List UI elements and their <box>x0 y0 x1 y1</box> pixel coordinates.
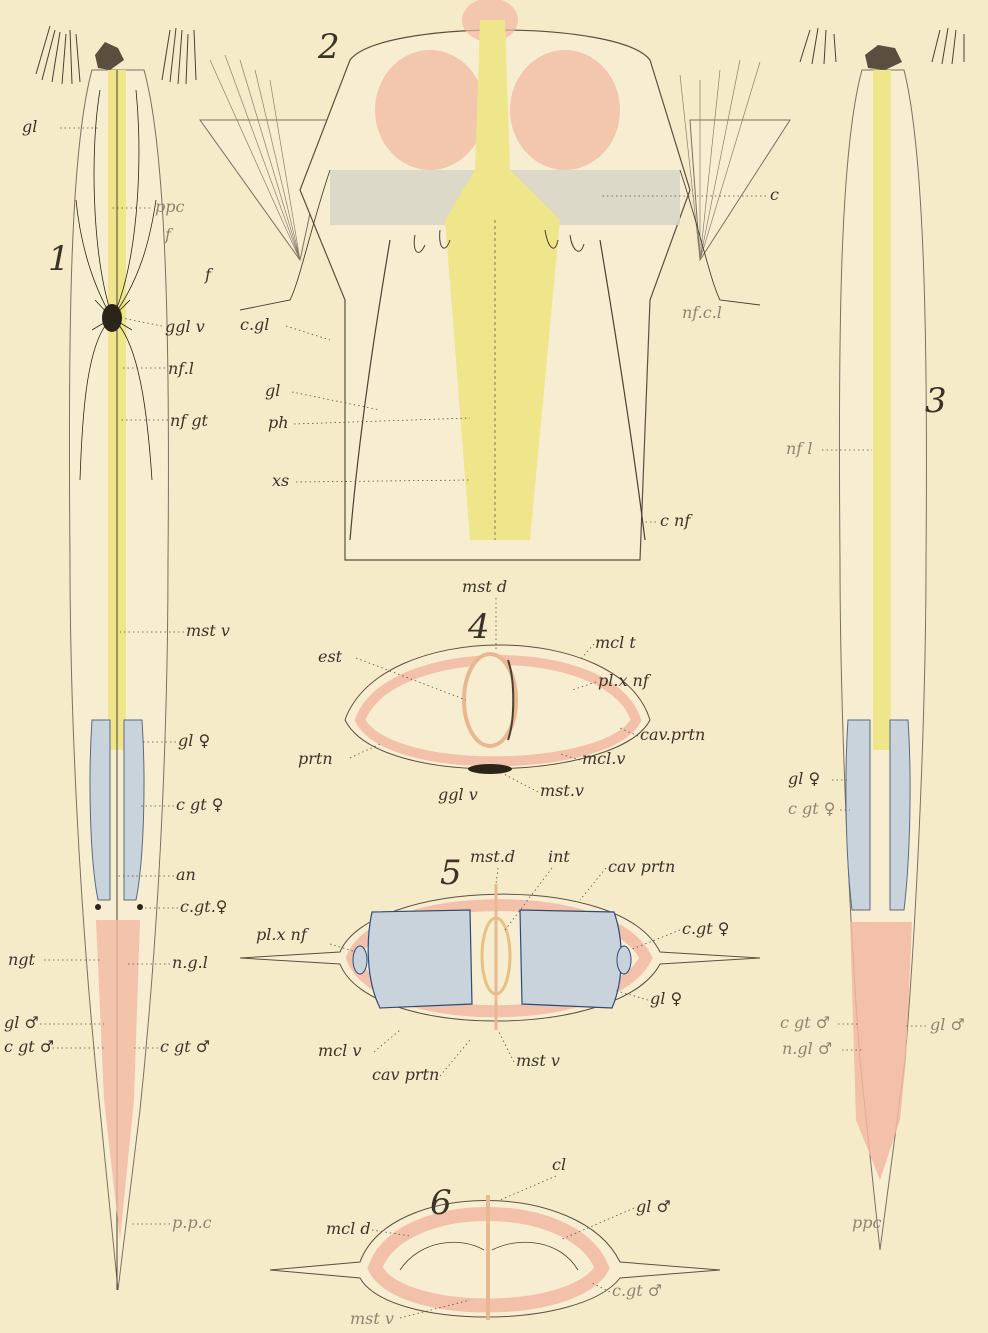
label-cgt-female-2: c.gt.♀ <box>180 897 228 916</box>
label-c-nf: c nf <box>660 511 693 530</box>
label-cgt-female: c gt ♀ <box>176 795 224 814</box>
label-gl-male: gl ♂ <box>4 1013 39 1032</box>
label-f3-ppc: ppc <box>852 1213 881 1232</box>
label-f5-cav-prtn-2: cav prtn <box>372 1065 439 1084</box>
label-f4-plx-nf: pl.x nf <box>598 671 652 690</box>
label-f5-cgt-female: c.gt ♀ <box>682 919 730 938</box>
label-f6-cgt-male: c.gt ♂ <box>612 1281 662 1300</box>
label-f5-mcl-v: mcl v <box>318 1041 361 1060</box>
label-f4-cav-prtn: cav.prtn <box>640 725 705 744</box>
label-nf-gt: nf gt <box>170 411 209 430</box>
label-f5-cav-prtn: cav prtn <box>608 857 675 876</box>
f5-left-duct-icon <box>353 946 367 974</box>
label-f: f <box>164 225 174 244</box>
label-an: an <box>176 865 196 884</box>
label-gl-female: gl ♀ <box>178 731 210 750</box>
label-nf-c-l: nf.c.l <box>682 303 722 322</box>
label-ggl-v: ggl v <box>165 317 205 336</box>
label-cgt-male-2: c gt ♂ <box>160 1037 210 1056</box>
right-tentacle-tuft-icon <box>162 28 196 84</box>
f5-right-duct-icon <box>617 946 631 974</box>
label-f2-gl: gl <box>265 381 280 400</box>
label-f5-gl-female: gl ♀ <box>650 989 682 1008</box>
label-ngl: n.g.l <box>172 953 208 972</box>
f5-left-gland <box>368 910 472 1008</box>
figure-5-number: 5 <box>440 853 462 893</box>
label-f2-f: f <box>204 265 214 284</box>
f4-central-lumen <box>464 654 516 746</box>
figure-6-number: 6 <box>430 1183 452 1223</box>
nerve-cord-fig3 <box>873 70 891 750</box>
label-gl: gl <box>22 117 37 136</box>
figure-3-number: 3 <box>925 381 947 421</box>
label-f4-ggl-v: ggl v <box>438 785 478 804</box>
head-cap-icon <box>95 42 124 70</box>
label-f5-int: int <box>548 847 570 866</box>
label-ngt: ngt <box>8 950 36 969</box>
label-ph: ph <box>268 413 289 432</box>
figure-1-number: 1 <box>48 239 70 279</box>
figure-4-number: 4 <box>467 607 490 647</box>
gland-right-fig3 <box>890 720 910 910</box>
label-f3-cgt-male: c gt ♂ <box>780 1013 830 1032</box>
label-f4-mcl-t: mcl t <box>595 633 636 652</box>
label-f3-cgt-female: c gt ♀ <box>788 799 836 818</box>
label-mst-v: mst v <box>186 621 230 640</box>
f4-ganglion-icon <box>468 764 512 774</box>
label-c-gl: c.gl <box>240 315 269 334</box>
left-tentacle-tuft-icon <box>36 26 80 84</box>
f3-head-cap-icon <box>865 45 902 70</box>
label-f5-mst-d: mst.d <box>470 847 515 866</box>
figure-3-specimen: 3 <box>800 28 964 1250</box>
label-f3-ngl-male: n.gl ♂ <box>782 1039 832 1058</box>
label-nf-l: nf.l <box>168 359 194 378</box>
label-f4-mst-v: mst.v <box>540 781 584 800</box>
label-c: c <box>770 185 779 204</box>
left-pink-lobe <box>375 50 485 170</box>
label-f4-mcl-v: mcl.v <box>582 749 625 768</box>
f3-right-tuft-icon <box>932 28 964 64</box>
tail-tissue-fig3 <box>850 922 912 1180</box>
right-pink-lobe <box>510 50 620 170</box>
label-xs: xs <box>272 471 289 490</box>
label-f5-plx-nf: pl.x nf <box>256 925 310 944</box>
figure-2-number: 2 <box>317 27 340 67</box>
label-f4-prtn: prtn <box>298 749 333 768</box>
label-f6-mcl-d: mcl d <box>326 1219 371 1238</box>
label-f3-nf-l: nf l <box>786 439 812 458</box>
label-f4-est: est <box>318 647 343 666</box>
label-f6-mst-v: mst v <box>350 1309 394 1328</box>
pore-right-icon <box>137 904 143 910</box>
label-f6-cl: cl <box>552 1155 566 1174</box>
label-ppc-2: p.p.c <box>172 1213 212 1232</box>
label-ppc: ppc <box>155 197 184 216</box>
label-f4-mst-d: mst d <box>462 577 507 596</box>
f3-left-tuft-icon <box>800 28 836 64</box>
f5-right-gland <box>520 910 621 1008</box>
label-f3-gl-female: gl ♀ <box>788 769 820 788</box>
label-cgt-male: c gt ♂ <box>4 1037 54 1056</box>
pore-left-icon <box>95 904 101 910</box>
gland-left-fig3 <box>846 720 870 910</box>
label-f3-gl-male: gl ♂ <box>930 1015 965 1034</box>
label-f6-gl-male: gl ♂ <box>636 1197 671 1216</box>
label-f5-mst-v: mst v <box>516 1051 560 1070</box>
